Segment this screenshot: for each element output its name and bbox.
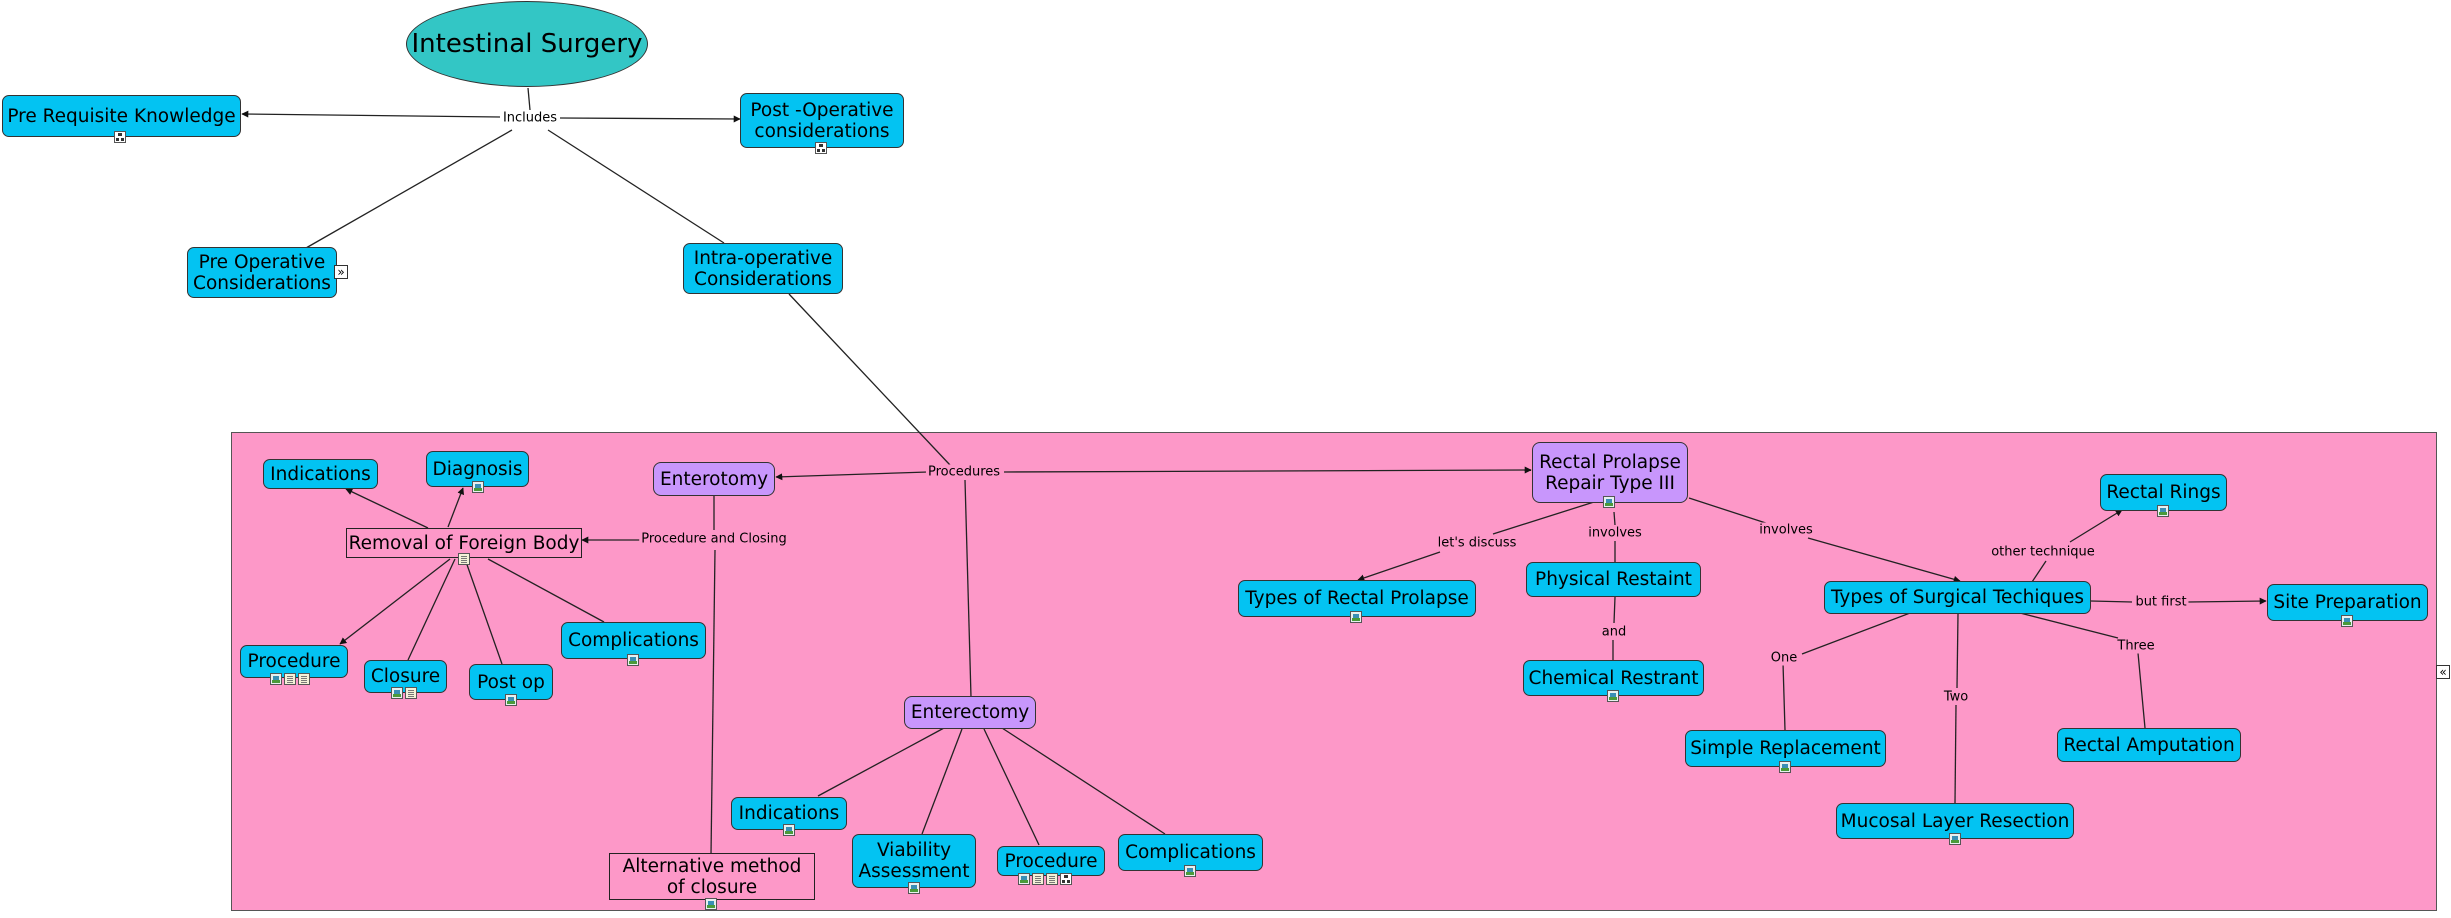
concept-post-op[interactable]: Post op xyxy=(469,664,553,700)
concept-map-icon[interactable] xyxy=(114,131,126,143)
edge-includes-prereq xyxy=(241,110,501,118)
concept-rectal-prolapse-repair[interactable]: Rectal Prolapse Repair Type III xyxy=(1532,442,1688,503)
resource-image-icon[interactable] xyxy=(1350,611,1362,623)
concept-simple-replacement[interactable]: Simple Replacement xyxy=(1685,730,1886,767)
concept-intra-operative-considerations[interactable]: Intra-operative Considerations xyxy=(683,243,843,294)
concept-closure[interactable]: Closure xyxy=(364,660,447,693)
concept-physical-restraint[interactable]: Physical Restaint xyxy=(1526,562,1701,597)
resource-image-icon[interactable] xyxy=(783,824,795,836)
icons-removal xyxy=(458,553,470,565)
concept-mucosal-layer-resection[interactable]: Mucosal Layer Resection xyxy=(1836,803,2074,839)
concept-enterotomy[interactable]: Enterotomy xyxy=(653,462,775,496)
resource-image-icon[interactable] xyxy=(1603,496,1615,508)
resource-image-icon[interactable] xyxy=(270,673,282,685)
resource-image-icon[interactable] xyxy=(908,882,920,894)
concept-removal-of-foreign-body[interactable]: Removal of Foreign Body xyxy=(346,528,582,558)
icons-pre-requisite xyxy=(114,131,126,143)
concept-enterectomy[interactable]: Enterectomy xyxy=(904,696,1036,729)
icons-complications-bottom xyxy=(1184,865,1196,877)
edge-includes-preop xyxy=(305,129,513,249)
resource-image-icon[interactable] xyxy=(1184,865,1196,877)
link-label-but-first[interactable]: but first xyxy=(2133,594,2189,610)
icons-post-op xyxy=(505,694,517,706)
resource-image-icon[interactable] xyxy=(2157,505,2169,517)
link-label-lets-discuss[interactable]: let's discuss xyxy=(1435,535,1519,551)
icons-chemical-restraint xyxy=(1607,690,1619,702)
icons-complications-left xyxy=(627,654,639,666)
resource-image-icon[interactable] xyxy=(705,898,717,910)
link-label-two[interactable]: Two xyxy=(1941,689,1971,705)
icons-post-operative xyxy=(815,142,827,154)
link-label-three[interactable]: Three xyxy=(2115,638,2157,654)
resource-image-icon[interactable] xyxy=(2341,615,2353,627)
icons-site-preparation xyxy=(2341,615,2353,627)
concept-complications-bottom[interactable]: Complications xyxy=(1118,834,1263,871)
expand-left-icon[interactable]: « xyxy=(2436,665,2450,679)
resource-image-icon[interactable] xyxy=(391,687,403,699)
link-label-procedures[interactable]: Procedures xyxy=(925,464,1003,480)
link-label-involves-physical[interactable]: involves xyxy=(1586,525,1644,541)
icons-rectal-rings xyxy=(2157,505,2169,517)
resource-image-icon[interactable] xyxy=(627,654,639,666)
root-concept-intestinal-surgery[interactable]: Intestinal Surgery xyxy=(406,1,648,87)
document-icon[interactable] xyxy=(1032,873,1044,885)
concept-types-of-surgical-techniques[interactable]: Types of Surgical Techiques xyxy=(1824,581,2091,614)
icons-alternative-closure xyxy=(705,898,717,910)
link-label-includes[interactable]: Includes xyxy=(500,110,560,126)
concept-rectal-rings[interactable]: Rectal Rings xyxy=(2100,474,2227,511)
icons-procedure-left xyxy=(270,673,310,685)
icons-types-rectal-prolapse xyxy=(1350,611,1362,623)
icons-simple-replacement xyxy=(1779,761,1791,773)
link-label-other-technique[interactable]: other technique xyxy=(1989,544,2097,560)
concept-map-icon[interactable] xyxy=(815,142,827,154)
resource-image-icon[interactable] xyxy=(1018,873,1030,885)
concept-viability-assessment[interactable]: Viability Assessment xyxy=(852,834,976,888)
concept-procedure-bottom[interactable]: Procedure xyxy=(997,846,1105,876)
link-label-involves-techniques[interactable]: involves xyxy=(1757,522,1815,538)
concept-indications-top[interactable]: Indications xyxy=(263,459,378,489)
icons-viability xyxy=(908,882,920,894)
resource-image-icon[interactable] xyxy=(1779,761,1791,773)
concept-complications-left[interactable]: Complications xyxy=(561,622,706,659)
resource-image-icon[interactable] xyxy=(1607,690,1619,702)
icons-closure xyxy=(391,687,417,699)
edge-includes-postop xyxy=(559,115,741,123)
concept-pre-requisite-knowledge[interactable]: Pre Requisite Knowledge xyxy=(2,95,241,137)
icons-rectal-prolapse-repair xyxy=(1603,496,1615,508)
concept-rectal-amputation[interactable]: Rectal Amputation xyxy=(2057,728,2241,762)
expand-right-icon[interactable]: » xyxy=(334,265,348,279)
document-icon[interactable] xyxy=(284,673,296,685)
document-icon[interactable] xyxy=(405,687,417,699)
edge-includes-intraop xyxy=(547,129,725,244)
icons-indications-bottom xyxy=(783,824,795,836)
link-label-procedure-and-closing[interactable]: Procedure and Closing xyxy=(639,531,789,547)
link-label-one[interactable]: One xyxy=(1768,650,1800,666)
document-icon[interactable] xyxy=(458,553,470,565)
concept-pre-operative-considerations[interactable]: Pre Operative Considerations xyxy=(187,247,337,298)
concept-post-operative-considerations[interactable]: Post -Operative considerations xyxy=(740,93,904,148)
resource-image-icon[interactable] xyxy=(1949,833,1961,845)
icons-diagnosis xyxy=(472,481,484,493)
link-label-and[interactable]: and xyxy=(1599,624,1629,640)
document-icon[interactable] xyxy=(1046,873,1058,885)
concept-map-icon[interactable] xyxy=(1060,873,1072,885)
concept-alternative-method-of-closure[interactable]: Alternative method of closure xyxy=(609,853,815,900)
icons-procedure-bottom xyxy=(1018,873,1072,885)
resource-image-icon[interactable] xyxy=(472,481,484,493)
resource-image-icon[interactable] xyxy=(505,694,517,706)
document-icon[interactable] xyxy=(298,673,310,685)
edge-root-includes xyxy=(527,87,531,111)
icons-mucosal-layer-resection xyxy=(1949,833,1961,845)
